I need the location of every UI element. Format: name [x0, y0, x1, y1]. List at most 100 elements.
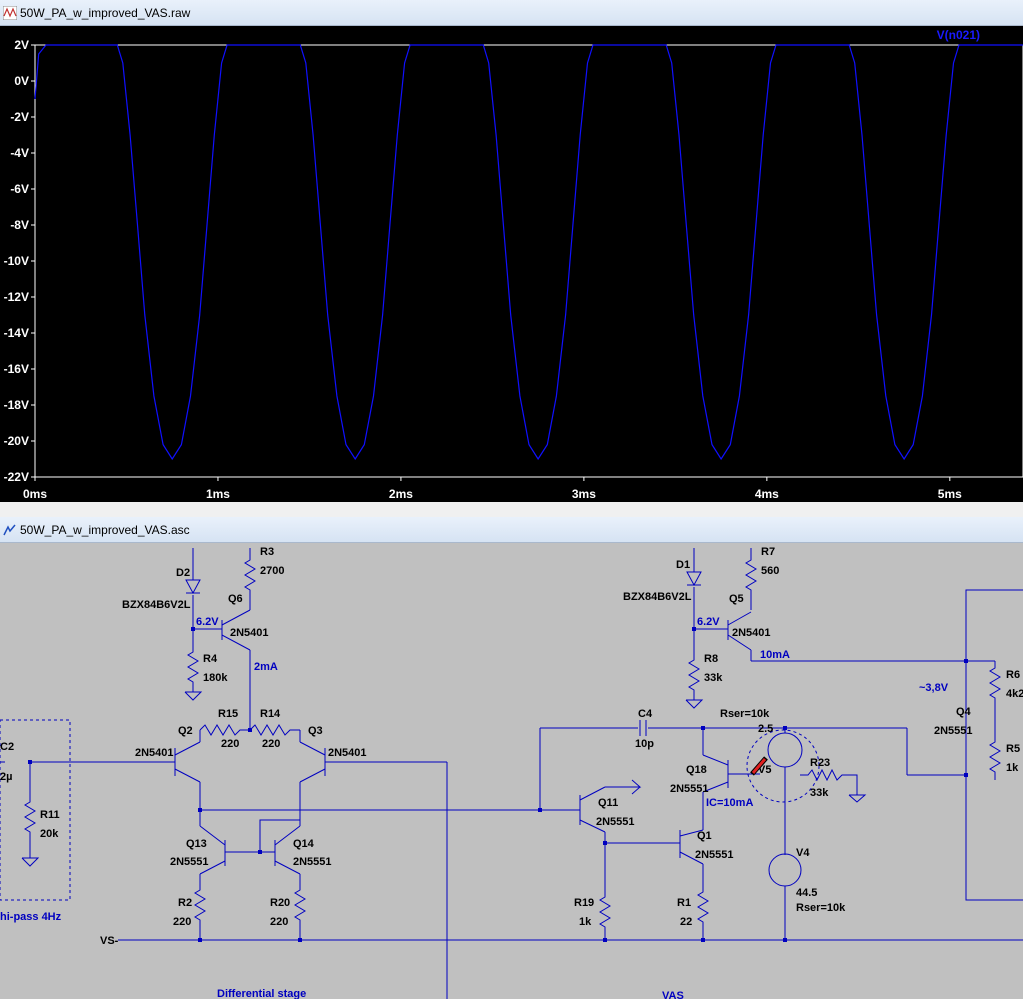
label-Q1: Q1 [697, 830, 712, 842]
label-Q4-type: 2N5551 [934, 725, 973, 737]
label-6v2-right: 6.2V [697, 616, 720, 628]
label-R23: R23 [810, 757, 830, 769]
label-R7: R7 [761, 546, 775, 558]
y-tick-label: -12V [4, 290, 29, 304]
label-R7-val: 560 [761, 565, 779, 577]
x-tick-label: 5ms [938, 487, 962, 501]
label-D1: D1 [676, 559, 690, 571]
label-R8-val: 33k [704, 672, 723, 684]
label-Q11: Q11 [598, 797, 618, 809]
label-C4-val: 10p [635, 738, 654, 750]
y-tick-label: -16V [4, 362, 29, 376]
label-R3: R3 [260, 546, 274, 558]
label-Q14: Q14 [293, 838, 315, 850]
label-vs: VS- [100, 935, 119, 947]
label-Q11-type: 2N5551 [596, 816, 635, 828]
label-R11: R11 [40, 809, 60, 821]
label-10ma: 10mA [760, 649, 790, 661]
label-R2: R2 [178, 897, 192, 909]
label-C2-val: 2µ [0, 771, 12, 783]
label-rser-2: Rser=10k [796, 902, 846, 914]
annotation-labels: 6.2V 2mA hi-pass 4Hz Differential stage … [0, 616, 949, 999]
plot-window-titlebar[interactable]: 50W_PA_w_improved_VAS.raw [0, 0, 1023, 26]
schematic-window-titlebar[interactable]: 50W_PA_w_improved_VAS.asc [0, 517, 1023, 543]
label-Q3: Q3 [308, 725, 323, 737]
schematic-window-title: 50W_PA_w_improved_VAS.asc [20, 523, 190, 537]
waveform-chart[interactable]: 2V0V-2V-4V-6V-8V-10V-12V-14V-16V-18V-20V… [0, 26, 1023, 502]
label-Q5: Q5 [729, 593, 744, 605]
plot-window-title: 50W_PA_w_improved_VAS.raw [20, 6, 191, 20]
y-axis: 2V0V-2V-4V-6V-8V-10V-12V-14V-16V-18V-20V… [4, 38, 35, 484]
label-6v2-left: 6.2V [196, 616, 219, 628]
label-R5: R5 [1006, 743, 1020, 755]
y-tick-label: -20V [4, 434, 29, 448]
component-labels: D2 BZX84B6V2L R3 2700 Q6 2N5401 R4 180k … [0, 546, 1023, 947]
label-bzx-left: BZX84B6V2L [122, 599, 191, 611]
label-R19-val: 1k [579, 916, 592, 928]
label-Q2: Q2 [178, 725, 193, 737]
x-tick-label: 0ms [23, 487, 47, 501]
x-tick-label: 4ms [755, 487, 779, 501]
plot-frame [34, 44, 1023, 478]
label-R6: R6 [1006, 669, 1020, 681]
trace-label[interactable]: V(n021) [937, 28, 980, 42]
schematic-canvas[interactable]: D2 BZX84B6V2L R3 2700 Q6 2N5401 R4 180k … [0, 543, 1023, 999]
waveform-icon [3, 6, 17, 20]
schematic-drawing[interactable]: D2 BZX84B6V2L R3 2700 Q6 2N5401 R4 180k … [0, 543, 1023, 999]
label-Q2-type: 2N5401 [135, 747, 174, 759]
window-separator [0, 502, 1023, 517]
label-R6-val: 4k2 [1006, 688, 1023, 700]
label-R11-val: 20k [40, 828, 59, 840]
label-R1: R1 [677, 897, 691, 909]
label-R2-val: 220 [173, 916, 191, 928]
label-Q4: Q4 [956, 706, 972, 718]
label-R4: R4 [203, 653, 218, 665]
label-R20-val: 220 [270, 916, 288, 928]
label-R23-val: 33k [810, 787, 829, 799]
label-V4: V4 [796, 847, 810, 859]
label-V4-val: 44.5 [796, 887, 817, 899]
label-R1-val: 22 [680, 916, 692, 928]
label-hipass: hi-pass 4Hz [0, 911, 62, 923]
label-R4-val: 180k [203, 672, 228, 684]
label-R8: R8 [704, 653, 718, 665]
label-C2: C2 [0, 741, 14, 753]
y-tick-label: 0V [14, 74, 29, 88]
label-diff-stage: Differential stage [217, 988, 306, 999]
label-R3-val: 2700 [260, 565, 284, 577]
label-2-5: 2.5 [758, 723, 773, 735]
diodes[interactable] [185, 571, 702, 595]
probe-cursor-icon [750, 756, 768, 776]
label-R14: R14 [260, 708, 281, 720]
label-3-8v: ~3,8V [919, 682, 949, 694]
label-Q6: Q6 [228, 593, 243, 605]
label-R15-val: 220 [221, 738, 239, 750]
y-tick-label: -18V [4, 398, 29, 412]
label-Q5-type: 2N5401 [732, 627, 771, 639]
label-Q13: Q13 [186, 838, 207, 850]
label-R14-val: 220 [262, 738, 280, 750]
label-R5-val: 1k [1006, 762, 1019, 774]
label-2ma: 2mA [254, 661, 278, 673]
x-tick-label: 3ms [572, 487, 596, 501]
trace-v-n021[interactable] [34, 44, 1023, 461]
junctions [28, 627, 968, 942]
label-rser-1: Rser=10k [720, 708, 770, 720]
y-tick-label: -8V [10, 218, 29, 232]
label-D2: D2 [176, 567, 190, 579]
label-Q18-type: 2N5551 [670, 783, 709, 795]
y-tick-label: -6V [10, 182, 29, 196]
y-tick-label: 2V [14, 38, 29, 52]
y-tick-label: -10V [4, 254, 29, 268]
y-tick-label: -4V [10, 146, 29, 160]
label-bzx-right: BZX84B6V2L [623, 591, 692, 603]
x-tick-label: 1ms [206, 487, 230, 501]
label-ic-10ma: IC=10mA [706, 797, 753, 809]
label-Q1-type: 2N5551 [695, 849, 734, 861]
label-R20: R20 [270, 897, 290, 909]
label-vas: VAS [662, 990, 684, 999]
wires[interactable] [0, 548, 1023, 999]
label-Q18: Q18 [686, 764, 707, 776]
